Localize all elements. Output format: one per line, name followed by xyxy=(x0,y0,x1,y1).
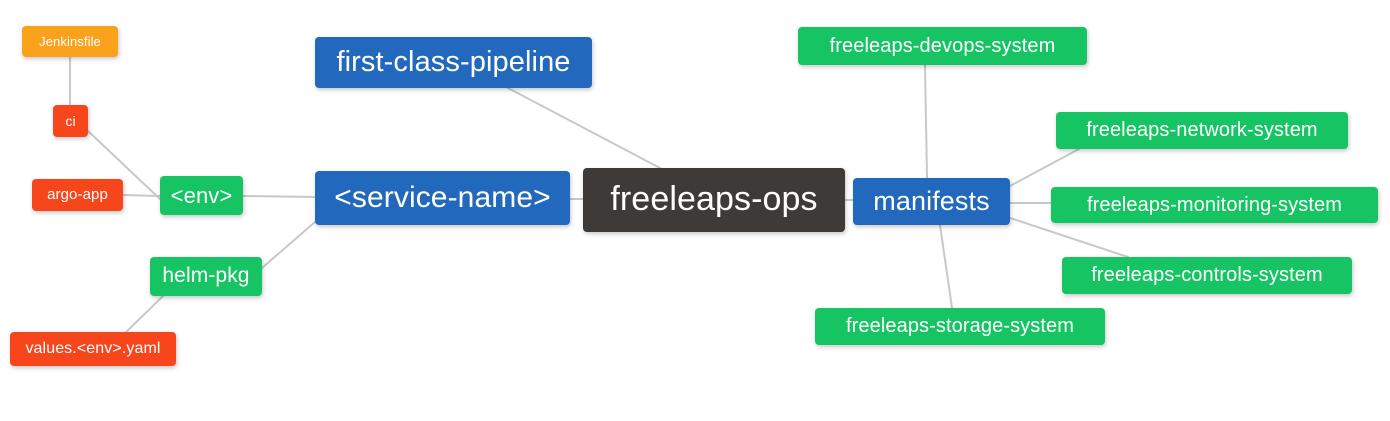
edge-first-class-pipeline-to-freeleaps-ops xyxy=(507,87,661,169)
edge-manifests-to-freeleaps-devops-system xyxy=(924,64,928,179)
node-label-freeleaps-monitoring-system: freeleaps-monitoring-system xyxy=(1086,193,1342,216)
node-label-values-env-yaml: values.<env>.yaml xyxy=(25,339,161,357)
node-freeleaps-devops-system[interactable]: freeleaps-devops-system xyxy=(798,27,1087,65)
edge-service-name-to-helm-pkg xyxy=(261,221,316,269)
node-label-freeleaps-network-system: freeleaps-network-system xyxy=(1086,119,1318,141)
node-label-helm-pkg: helm-pkg xyxy=(162,264,250,288)
node-label-argo-app: argo-app xyxy=(47,186,108,204)
node-values-env-yaml[interactable]: values.<env>.yaml xyxy=(10,332,176,366)
node-label-env: <env> xyxy=(170,182,233,208)
node-label-service-name: <service-name> xyxy=(334,181,551,215)
node-label-manifests: manifests xyxy=(873,186,990,217)
node-service-name[interactable]: <service-name> xyxy=(315,171,570,225)
node-label-freeleaps-controls-system: freeleaps-controls-system xyxy=(1091,264,1323,286)
node-freeleaps-ops[interactable]: freeleaps-ops xyxy=(583,168,845,232)
node-first-class-pipeline[interactable]: first-class-pipeline xyxy=(315,37,592,88)
edge-manifests-to-freeleaps-network-system xyxy=(1009,148,1080,187)
node-jenkinsfile[interactable]: Jenkinsfile xyxy=(22,26,118,57)
edge-helm-pkg-to-values-env-yaml xyxy=(121,295,164,337)
node-label-jenkinsfile: Jenkinsfile xyxy=(39,33,101,49)
node-label-freeleaps-devops-system: freeleaps-devops-system xyxy=(829,34,1056,57)
node-freeleaps-network-system[interactable]: freeleaps-network-system xyxy=(1056,112,1348,149)
edge-manifests-to-freeleaps-storage-system xyxy=(939,224,953,309)
node-label-freeleaps-storage-system: freeleaps-storage-system xyxy=(845,315,1075,337)
node-label-ci: ci xyxy=(65,112,76,129)
edge-manifests-to-freeleaps-controls-system xyxy=(1009,217,1129,258)
node-freeleaps-controls-system[interactable]: freeleaps-controls-system xyxy=(1062,257,1352,294)
node-argo-app[interactable]: argo-app xyxy=(32,179,123,211)
node-manifests[interactable]: manifests xyxy=(853,178,1010,225)
node-helm-pkg[interactable]: helm-pkg xyxy=(150,257,262,296)
node-label-freeleaps-ops: freeleaps-ops xyxy=(610,180,818,219)
edge-env-to-service-name xyxy=(242,195,316,198)
node-freeleaps-storage-system[interactable]: freeleaps-storage-system xyxy=(815,308,1105,345)
node-label-first-class-pipeline: first-class-pipeline xyxy=(336,46,571,79)
node-ci[interactable]: ci xyxy=(53,105,88,137)
node-env[interactable]: <env> xyxy=(160,176,243,215)
node-freeleaps-monitoring-system[interactable]: freeleaps-monitoring-system xyxy=(1051,187,1378,223)
edge-argo-app-to-env xyxy=(122,194,161,197)
